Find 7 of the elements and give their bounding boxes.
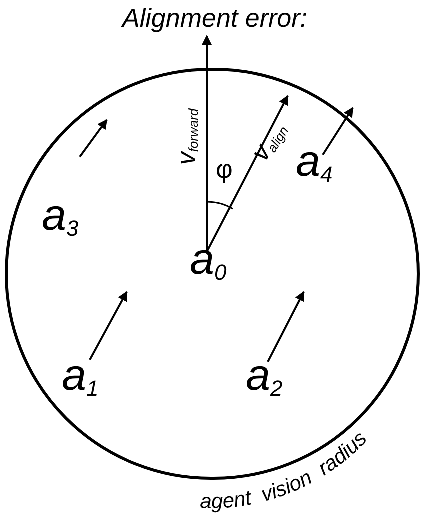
agent-label: a$_{4}$ [296, 140, 333, 184]
agent-label: a$_{3}$ [42, 194, 79, 238]
agent-label: a$_{1}$ [62, 354, 99, 398]
agent-label: a$_{2}$ [246, 354, 283, 398]
agent-label: a$_{0}$ [190, 238, 227, 282]
angle-label: φ [216, 156, 233, 182]
title: Alignment error: [120, 2, 308, 34]
